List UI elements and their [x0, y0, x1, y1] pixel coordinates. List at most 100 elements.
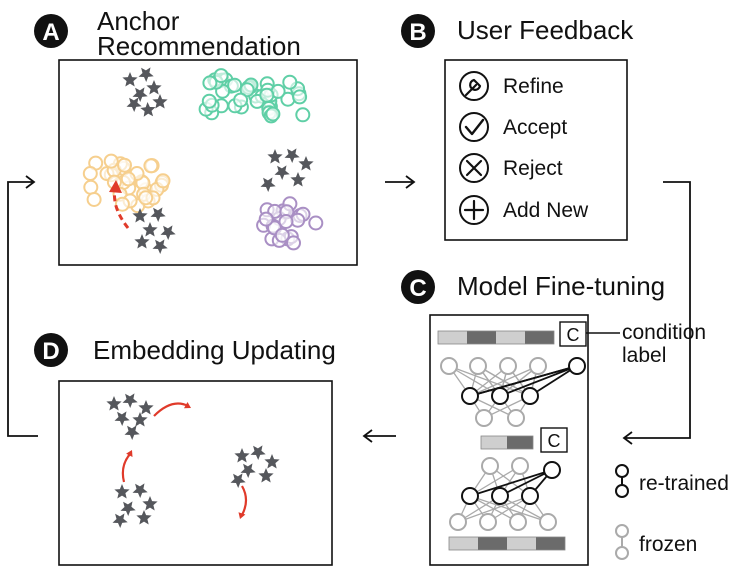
- star-marker: [126, 97, 142, 112]
- panel-a-title-line1: Anchor: [97, 6, 180, 36]
- cluster-point: [278, 214, 294, 229]
- panel-c-badge-letter: C: [409, 275, 426, 302]
- panel-b-frame: [444, 59, 628, 241]
- panel-a-frame: [58, 59, 358, 266]
- star-marker: [150, 207, 166, 222]
- decoder-output-nodes: [449, 513, 557, 531]
- move-arrow-bottom-head: [126, 450, 133, 457]
- star-marker: [124, 425, 140, 440]
- output-feature-band: [448, 536, 566, 551]
- cluster-point: [138, 190, 154, 206]
- star-marker: [152, 239, 168, 254]
- condition-box-top: [559, 321, 587, 347]
- star-marker: [142, 222, 158, 237]
- panel-c-badge: [401, 270, 435, 304]
- star-group-top-left: [122, 67, 168, 117]
- star-group-bottom: [132, 207, 176, 254]
- feature-segment: [507, 537, 536, 550]
- refine-arrow-head: [109, 180, 122, 193]
- network-node: [509, 513, 527, 531]
- network-node: [440, 357, 458, 375]
- panel-b-badge-letter: B: [409, 19, 426, 46]
- star-marker: [122, 72, 138, 87]
- network-node: [475, 409, 493, 427]
- panel-a-badge: [34, 14, 68, 48]
- feature-segment: [467, 331, 496, 344]
- cluster-point: [258, 211, 274, 227]
- legend-retrained: re-trained: [615, 464, 729, 498]
- cluster-point: [83, 179, 99, 195]
- check-glyph: [464, 118, 485, 136]
- cluster-point: [155, 173, 171, 189]
- star-group-d-top: [106, 393, 154, 440]
- arrow-a-to-b: [385, 175, 416, 189]
- panel-c-title: Model Fine-tuning: [457, 271, 665, 301]
- condition-box-middle: [540, 427, 568, 453]
- network-node: [511, 457, 529, 475]
- cluster-point: [295, 107, 311, 123]
- star-marker: [284, 148, 300, 163]
- panel-d-frame: [58, 380, 333, 566]
- legend-frozen: frozen: [615, 524, 697, 560]
- network-node: [461, 387, 479, 405]
- updated-embedding-plot: [106, 393, 280, 528]
- latent-band: [480, 435, 534, 450]
- star-marker: [132, 483, 148, 498]
- decoder-input-nodes: [481, 457, 529, 475]
- feature-segment: [496, 331, 525, 344]
- decoder-retrained-nodes: [461, 487, 539, 505]
- star-marker: [132, 87, 148, 102]
- move-arrow-top: [153, 402, 189, 417]
- star-marker: [136, 510, 152, 525]
- panel-c: C Model Fine-tuning C condition label C …: [401, 270, 729, 566]
- star-marker: [132, 208, 148, 223]
- star-marker: [142, 496, 158, 511]
- star-marker: [264, 454, 280, 469]
- network-node: [491, 387, 509, 405]
- cluster-point: [274, 227, 290, 243]
- star-marker: [140, 102, 156, 117]
- green-cluster-right: [249, 74, 311, 124]
- cluster-point: [308, 215, 324, 231]
- accept-label: Accept: [503, 116, 567, 139]
- panel-c-frame: [429, 314, 589, 566]
- star-marker: [114, 411, 130, 426]
- arrow-b-to-c: [622, 181, 691, 445]
- panel-b-badge: [401, 14, 435, 48]
- flow-arrows: [7, 175, 691, 445]
- cluster-point: [286, 235, 301, 251]
- network-node: [469, 357, 487, 375]
- feature-segment: [525, 331, 554, 344]
- network-node: [507, 409, 525, 427]
- feature-segment: [478, 537, 507, 550]
- cluster-point: [265, 106, 281, 122]
- network-node: [568, 357, 586, 375]
- reject-label: Reject: [503, 157, 563, 180]
- input-feature-band: [437, 330, 555, 345]
- x-glyph: [465, 159, 483, 177]
- star-marker: [132, 412, 148, 427]
- star-marker: [122, 393, 138, 408]
- encoder-retrained-links-2: [469, 365, 578, 397]
- network-diagram: [437, 330, 586, 551]
- encoder-retrained-nodes: [461, 387, 539, 405]
- star-marker: [112, 513, 128, 528]
- retrained-node-icon: [615, 464, 629, 478]
- plus-icon: [459, 195, 489, 225]
- network-node: [449, 513, 467, 531]
- cluster-point: [114, 196, 130, 212]
- panel-b-title: User Feedback: [457, 15, 634, 45]
- frozen-label: frozen: [639, 533, 697, 556]
- star-group-right: [260, 148, 314, 192]
- purple-cluster: [256, 196, 324, 251]
- panel-d: D Embedding Updating: [34, 333, 336, 566]
- network-node: [479, 513, 497, 531]
- green-cluster: [198, 68, 264, 121]
- refine-label: Refine: [503, 75, 564, 98]
- cluster-point: [292, 89, 308, 105]
- star-marker: [230, 473, 246, 488]
- feature-segment: [438, 331, 467, 344]
- star-marker: [138, 400, 154, 415]
- star-marker: [106, 396, 122, 411]
